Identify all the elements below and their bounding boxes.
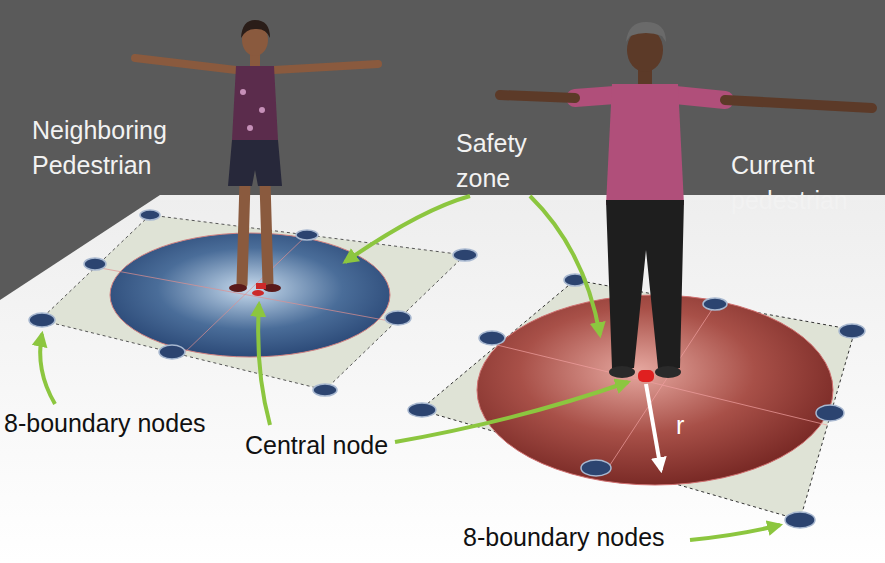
node-label: Central node	[245, 428, 388, 463]
callout-arrows	[40, 196, 780, 540]
node-label: 8-boundary nodes	[463, 520, 665, 555]
boundary-nodes	[29, 210, 865, 528]
radius-label: r	[676, 408, 684, 443]
pedestrian-label: Neighboring Pedestrian	[32, 113, 192, 183]
radius-arrow	[646, 384, 661, 470]
central-node	[252, 290, 264, 296]
node-label: 8-boundary nodes	[4, 406, 206, 441]
grid-tile	[40, 215, 465, 390]
central-node	[638, 370, 654, 382]
floor	[0, 195, 885, 563]
pedestrian-figure	[135, 20, 378, 292]
zone-label: Safety zone	[456, 126, 566, 196]
pedestrian-label: Current pedestrian	[731, 148, 881, 218]
